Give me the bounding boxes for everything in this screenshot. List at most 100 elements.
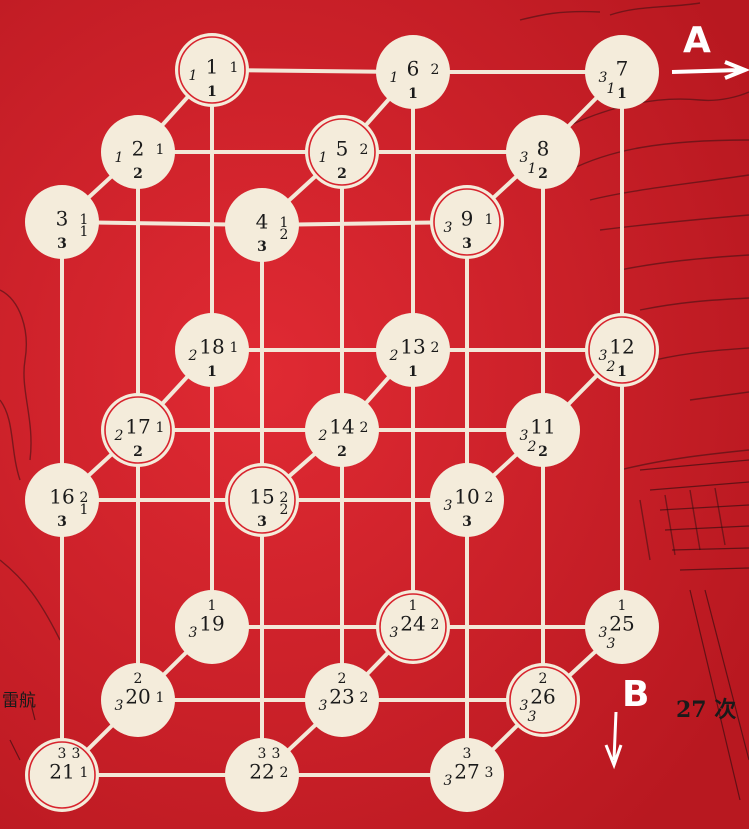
node-mark: 2 [280,227,289,243]
node-mark: 3 [462,236,472,252]
node-mark: 2 [337,166,347,182]
node-number: 25 [609,612,634,636]
node-number: 11 [530,415,555,439]
node-mark: 3 [462,514,472,530]
node-mark: 2 [360,690,369,706]
node-mark: 2 [114,428,124,444]
node-mark: 1 [230,60,239,76]
node-mark: 1 [80,224,89,240]
label-a: A [683,20,711,61]
node-mark: 1 [80,502,89,518]
node-mark: 1 [319,150,328,166]
node-mark: 1 [208,598,217,614]
side-text: 雷航 [2,686,36,711]
node-mark: 3 [257,239,267,255]
node-number: 24 [400,612,425,636]
caption-text: 27 次 [676,692,736,724]
node-mark: 3 [463,746,472,762]
node-mark: 3 [444,498,453,514]
node-mark: 3 [319,698,328,714]
node-mark: 2 [280,765,289,781]
node-mark: 3 [57,514,67,530]
node-number: 26 [530,685,555,709]
node-mark: 2 [338,671,347,687]
node-mark: 1 [485,212,494,228]
node-mark: 2 [527,439,537,455]
node-mark: 1 [617,364,627,380]
node-mark: 2 [538,166,548,182]
node-mark: 2 [318,428,328,444]
node-number: 9 [461,207,474,231]
node-mark: 1 [207,84,217,100]
node-mark: 2 [188,348,198,364]
node-number: 19 [199,612,224,636]
node-mark: 2 [539,671,548,687]
node-number: 18 [199,335,224,359]
node-number: 16 [49,485,74,509]
node-mark: 2 [431,617,440,633]
node-mark: 1 [207,364,217,380]
node-mark: 3 [528,709,537,725]
node-mark: 1 [156,690,165,706]
node-number: 2 [132,137,145,161]
node-mark: 1 [230,340,239,356]
node-mark: 2 [538,444,548,460]
node-number: 5 [336,137,349,161]
node-mark: 1 [409,598,418,614]
node-mark: 1 [607,81,616,97]
node-number: 12 [609,335,634,359]
node-mark: 2 [280,502,289,518]
node-number: 27 [454,760,479,784]
node-number: 17 [125,415,150,439]
node-number: 20 [125,685,150,709]
node-mark: 2 [337,444,347,460]
node-mark: 2 [133,444,143,460]
node-mark: 2 [431,340,440,356]
node-mark: 1 [80,765,89,781]
node-mark: 2 [389,348,399,364]
node-number: 13 [400,335,425,359]
node-mark: 3 [58,746,67,762]
node-number: 23 [329,685,354,709]
node-mark: 1 [528,161,537,177]
node-number: 21 [49,760,74,784]
node-mark: 3 [258,746,267,762]
node-mark: 2 [431,62,440,78]
node-mark: 1 [390,70,399,86]
node-mark: 3 [444,773,453,789]
node-mark: 3 [444,220,453,236]
node-number: 10 [454,485,479,509]
node-mark: 2 [360,420,369,436]
node-number: 3 [56,207,69,231]
node-mark: 3 [189,625,198,641]
node-mark: 3 [257,514,267,530]
